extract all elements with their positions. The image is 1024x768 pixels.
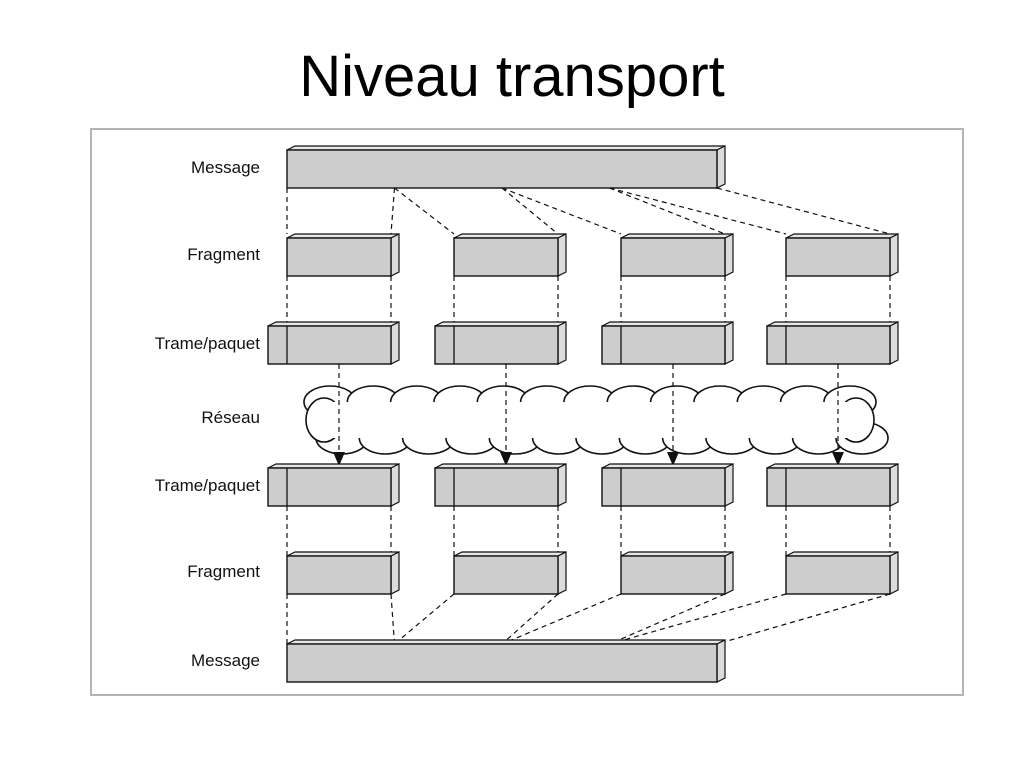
row-label-fragment-top: Fragment (187, 245, 260, 264)
fragment-bottom-box-1 (286, 551, 400, 595)
dash-frag-msg-bot-r-3 (609, 593, 726, 645)
row-label-message-top: Message (191, 158, 260, 177)
trame-bottom-box-1-side-face (390, 463, 400, 507)
fragment-bottom-box-4-side-face (889, 551, 899, 595)
trame-top-box-4 (766, 321, 899, 365)
row-label-fragment-bottom: Fragment (187, 562, 260, 581)
fragment-top-box-3 (620, 233, 734, 277)
network-arrow-head-1 (333, 452, 345, 466)
row-label-trame-bottom: Trame/paquet (155, 476, 260, 495)
dash-msg-frag-top-r-1 (390, 187, 396, 235)
message-top-box-front-face (286, 149, 718, 189)
fragment-top-box-1-front-face (286, 237, 392, 277)
fragment-bottom-box-3 (620, 551, 734, 595)
fragment-bottom-box-2-side-face (557, 551, 567, 595)
trame-top-box-2-front-face (434, 325, 559, 365)
dash-frag-msg-bot-l-3 (501, 593, 622, 645)
fragment-bottom-box-4-front-face (785, 555, 891, 595)
trame-bottom-box-2-front-face (434, 467, 559, 507)
network-arrows (333, 364, 844, 466)
fragment-top-box-3-side-face (724, 233, 734, 277)
dashed-connectors (286, 187, 891, 645)
network-arrow-head-2 (500, 452, 512, 466)
packet-boxes (267, 145, 899, 683)
fragment-bottom-box-3-side-face (724, 551, 734, 595)
trame-top-box-2-side-face (557, 321, 567, 365)
fragment-top-box-2-front-face (453, 237, 559, 277)
fragment-top-box-2-side-face (557, 233, 567, 277)
network-arrow-head-4 (832, 452, 844, 466)
diagram-canvas: Message Fragment Trame/paquet Réseau Tra… (155, 145, 899, 683)
trame-bottom-box-1-front-face (267, 467, 392, 507)
message-bottom-box (286, 639, 726, 683)
fragment-bottom-box-4 (785, 551, 899, 595)
trame-top-box-2 (434, 321, 567, 365)
dash-frag-msg-bot-r-1 (390, 593, 396, 645)
message-top-box (286, 145, 726, 189)
trame-bottom-box-4-front-face (766, 467, 891, 507)
message-top-box-side-face (716, 145, 726, 189)
trame-bottom-box-4 (766, 463, 899, 507)
fragment-top-box-1 (286, 233, 400, 277)
fragment-bottom-box-2 (453, 551, 567, 595)
dash-frag-msg-bot-l-2 (394, 593, 455, 645)
trame-top-box-1-front-face (267, 325, 392, 365)
trame-top-box-1-side-face (390, 321, 400, 365)
dash-msg-frag-top-l-2 (394, 187, 455, 235)
trame-bottom-box-3-front-face (601, 467, 726, 507)
network-arrow-head-3 (667, 452, 679, 466)
fragment-bottom-box-3-front-face (620, 555, 726, 595)
trame-bottom-box-4-side-face (889, 463, 899, 507)
fragment-top-box-4 (785, 233, 899, 277)
dash-frag-msg-bot-r-4 (716, 593, 891, 645)
cloud-core (326, 402, 856, 438)
trame-bottom-box-3 (601, 463, 734, 507)
fragment-top-box-2 (453, 233, 567, 277)
trame-top-box-1 (267, 321, 400, 365)
fragment-top-box-3-front-face (620, 237, 726, 277)
fragment-bottom-box-1-side-face (390, 551, 400, 595)
fragment-top-box-4-side-face (889, 233, 899, 277)
dash-msg-frag-top-r-2 (501, 187, 559, 235)
transport-diagram: Message Fragment Trame/paquet Réseau Tra… (90, 128, 964, 696)
row-label-message-bottom: Message (191, 651, 260, 670)
network-cloud (303, 385, 889, 455)
fragment-bottom-box-2-front-face (453, 555, 559, 595)
trame-bottom-box-3-side-face (724, 463, 734, 507)
message-bottom-box-side-face (716, 639, 726, 683)
page-title: Niveau transport (299, 44, 725, 109)
trame-top-box-3-front-face (601, 325, 726, 365)
fragment-top-box-1-side-face (390, 233, 400, 277)
row-labels: Message Fragment Trame/paquet Réseau Tra… (155, 158, 260, 670)
row-label-reseau: Réseau (201, 408, 260, 427)
dash-msg-frag-top-r-4 (716, 187, 891, 235)
dash-frag-msg-bot-l-4 (609, 593, 787, 645)
trame-bottom-box-1 (267, 463, 400, 507)
dash-msg-frag-top-r-3 (609, 187, 726, 235)
dash-frag-msg-bot-r-2 (501, 593, 559, 645)
dash-msg-frag-top-l-4 (609, 187, 787, 235)
fragment-bottom-box-1-front-face (286, 555, 392, 595)
row-label-trame-top: Trame/paquet (155, 334, 260, 353)
trame-top-box-4-side-face (889, 321, 899, 365)
dash-msg-frag-top-l-3 (501, 187, 622, 235)
trame-top-box-3 (601, 321, 734, 365)
trame-top-box-3-side-face (724, 321, 734, 365)
trame-bottom-box-2-side-face (557, 463, 567, 507)
fragment-top-box-4-front-face (785, 237, 891, 277)
message-bottom-box-front-face (286, 643, 718, 683)
trame-bottom-box-2 (434, 463, 567, 507)
trame-top-box-4-front-face (766, 325, 891, 365)
